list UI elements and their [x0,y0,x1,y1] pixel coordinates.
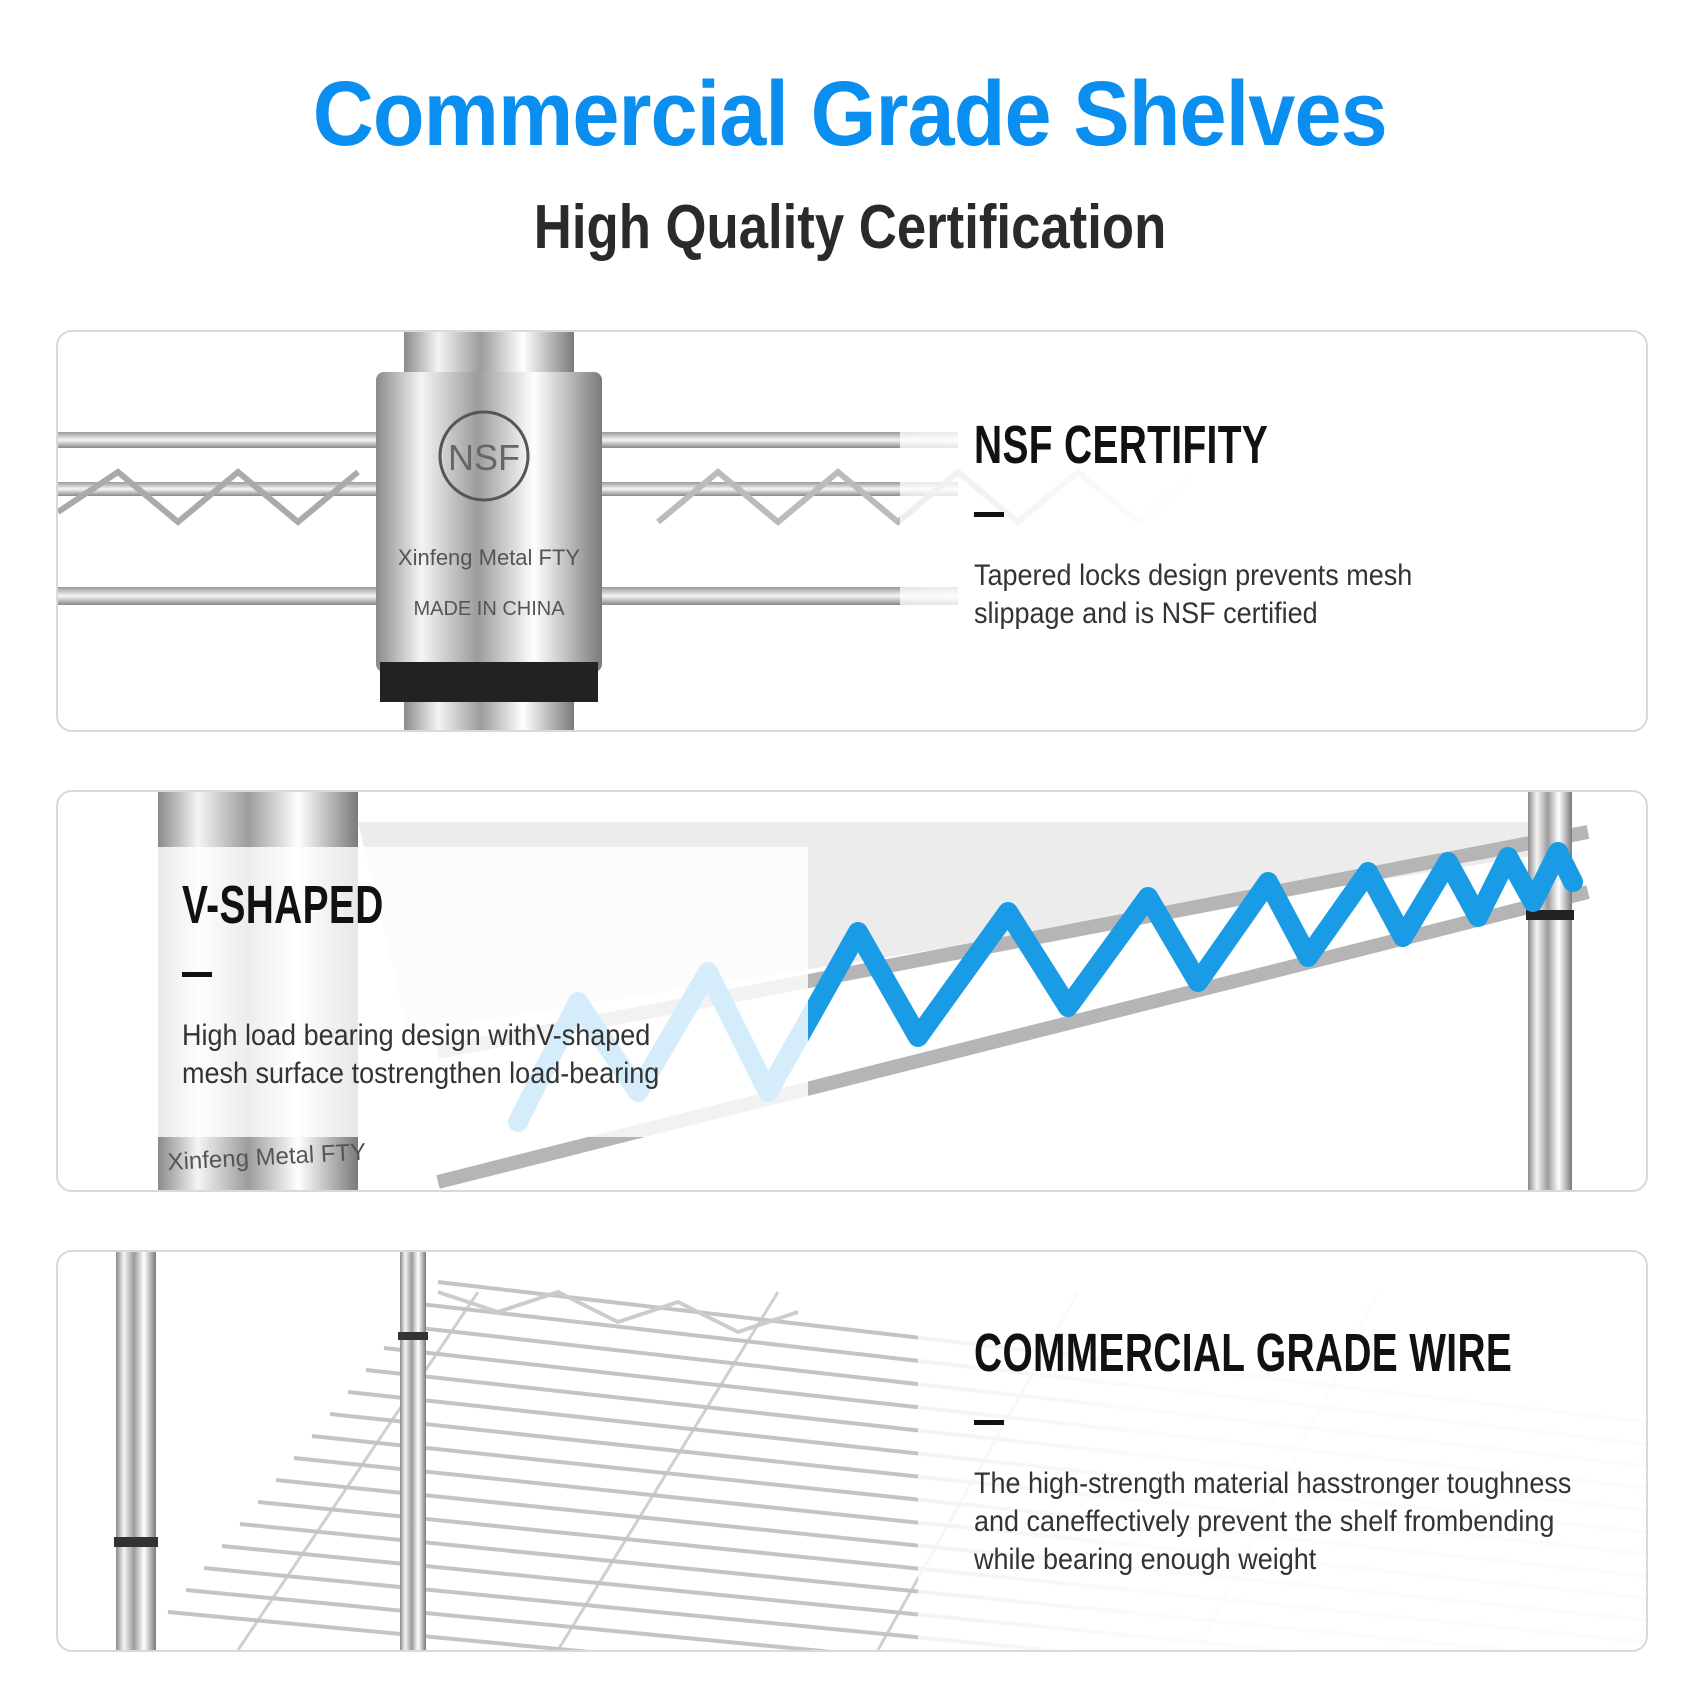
feature-description: High load bearing design withV-shaped me… [182,1017,659,1093]
nsf-logo: NSF [448,437,520,478]
feature-panel-v-shaped: Xinfeng Metal FTY V-SHAPED High load bea… [56,790,1648,1192]
origin-mark: MADE IN CHINA [413,598,565,620]
feature-panel-wire: COMMERCIAL GRADE WIRE The high-strength … [56,1250,1648,1652]
page-subtitle: High Quality Certification [0,192,1700,263]
description-line: Tapered locks design prevents mesh [974,559,1413,592]
page-title: Commercial Grade Shelves [0,62,1700,167]
maker-mark: Xinfeng Metal FTY [398,545,581,570]
wire-cross-rod [236,1291,480,1650]
feature-heading: V-SHAPED [182,875,384,935]
feature-panel-nsf: NSF Xinfeng Metal FTY MADE IN CHINA NSF … [56,330,1648,732]
divider-dash [182,972,212,977]
post-marking-layer: Xinfeng Metal FTY [167,1139,367,1176]
divider-dash [974,1420,1004,1425]
feature-text-v-shaped: V-SHAPED High load bearing design withV-… [182,874,712,1093]
description-line: High load bearing design withV-shaped [182,1019,651,1052]
divider-dash [974,512,1004,517]
feature-heading: COMMERCIAL GRADE WIRE [974,1323,1513,1383]
wire-cross-rod [556,1291,780,1650]
feature-description: The high-strength material hasstronger t… [974,1465,1646,1579]
feature-text-nsf: NSF CERTIFITY Tapered locks design preve… [974,414,1461,633]
maker-mark: Xinfeng Metal FTY [167,1139,367,1176]
feature-description: Tapered locks design prevents mesh slipp… [974,557,1412,633]
description-line: mesh surface tostrengthen load-bearing [182,1057,660,1090]
wire-rod [185,1588,833,1650]
shelf-post-closeup-image: NSF Xinfeng Metal FTY MADE IN CHINA [58,332,1260,730]
page-title-text: Commercial Grade Shelves [312,63,1388,165]
text-backdrop [900,332,1646,730]
description-line: slippage and is NSF certified [974,597,1318,630]
text-backdrop [918,1252,1646,1650]
description-line: while bearing enough weight [974,1543,1317,1576]
description-line: The high-strength material hasstronger t… [974,1467,1572,1500]
page-subtitle-text: High Quality Certification [533,193,1167,262]
feature-text-wire: COMMERCIAL GRADE WIRE The high-strength … [974,1322,1646,1579]
text-backdrop [158,847,808,1137]
feature-heading: NSF CERTIFITY [974,415,1269,475]
description-line: and caneffectively prevent the shelf fro… [974,1505,1555,1538]
